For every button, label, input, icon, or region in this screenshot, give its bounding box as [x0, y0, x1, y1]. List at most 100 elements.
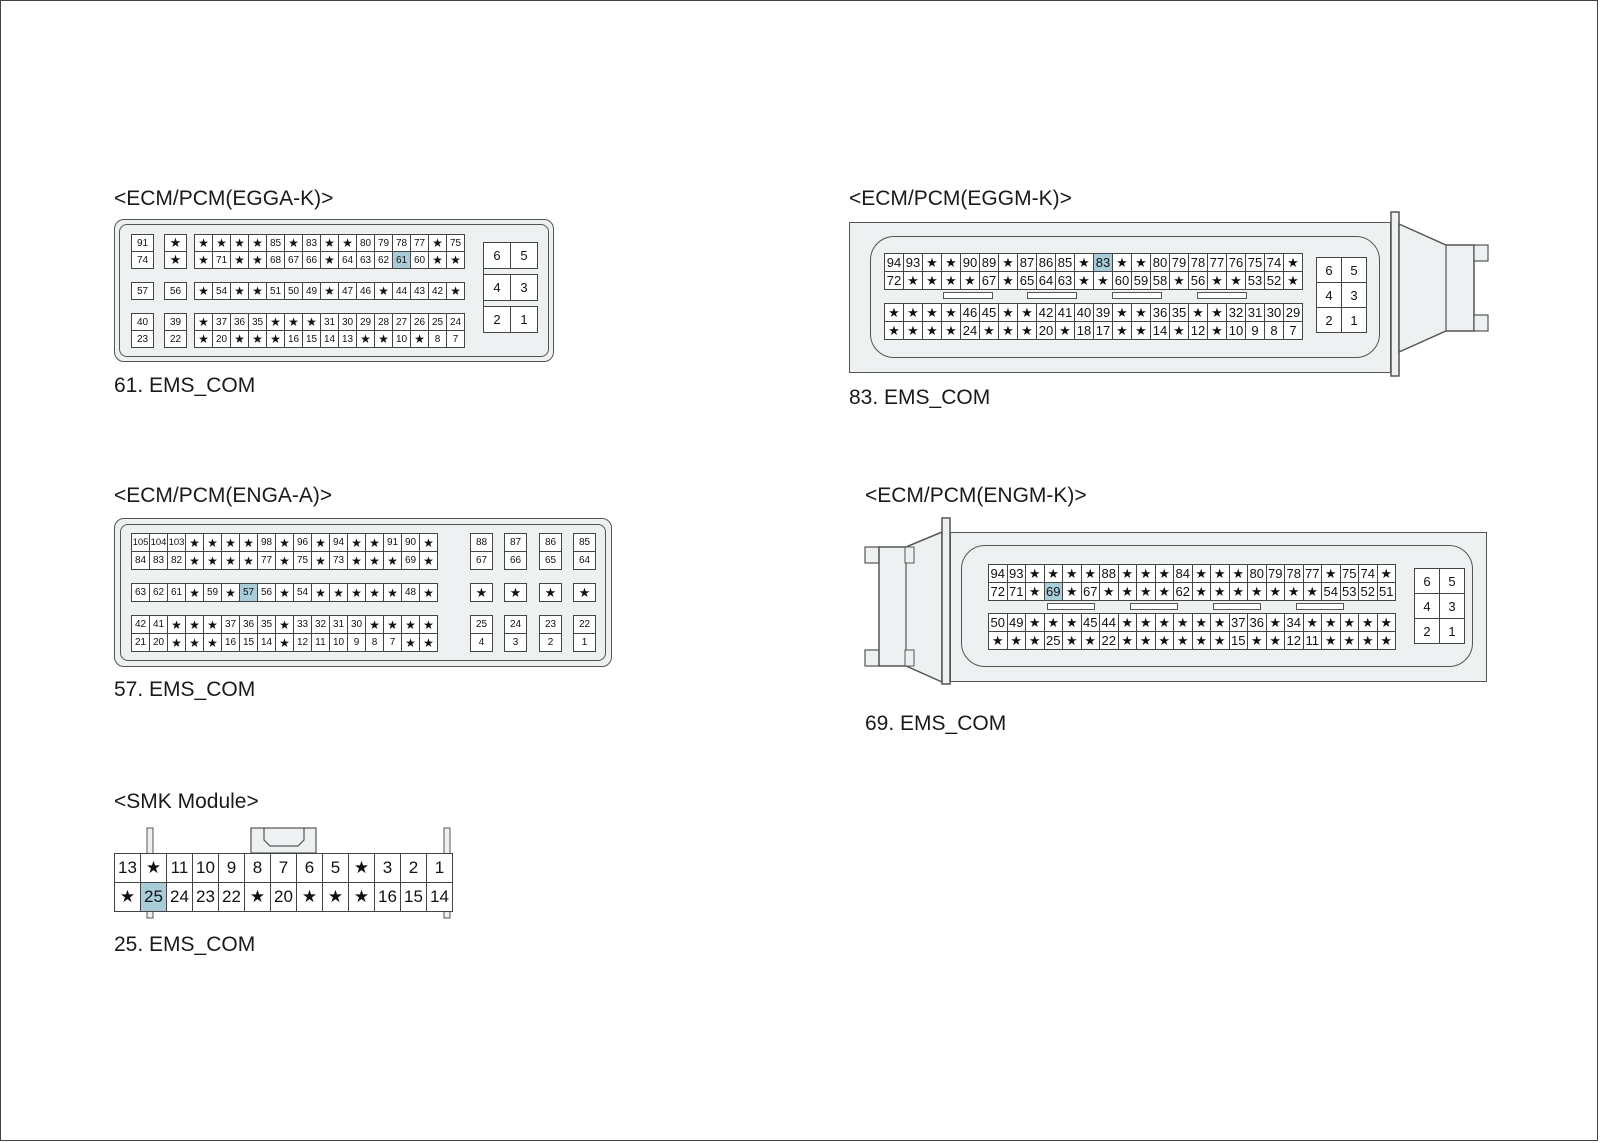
- pin-cell: 84: [132, 552, 150, 570]
- pin-cell: 4: [1415, 594, 1440, 619]
- pin-cell: ★: [1056, 322, 1075, 340]
- pin-cell: ★: [231, 283, 249, 300]
- pin-cell: 36: [1248, 614, 1267, 632]
- pin-cell: ★: [1359, 632, 1378, 650]
- pin-cell: ★: [366, 616, 384, 634]
- pin-cell: 7: [271, 854, 297, 883]
- pin-cell: ★: [999, 272, 1018, 290]
- connector-title-smk: <SMK Module>: [114, 790, 259, 813]
- pin-cell: ★: [1155, 565, 1174, 583]
- pin-cell: ★: [1081, 565, 1100, 583]
- pin-cell: ★: [1322, 565, 1341, 583]
- pin-cell: 66: [505, 552, 527, 570]
- pin-cell: ★: [1303, 614, 1322, 632]
- pin-cell: 32: [1227, 304, 1246, 322]
- pin-cell: 9: [348, 634, 366, 652]
- pin-cell: ★: [447, 283, 465, 300]
- pin-cell: 37: [213, 314, 231, 331]
- pin-cell: ★: [186, 534, 204, 552]
- pin-cell: ★: [1137, 632, 1156, 650]
- pin-cell: 75: [1340, 565, 1359, 583]
- pin-cell: 25: [1044, 632, 1063, 650]
- pin-cell: ★: [1211, 632, 1230, 650]
- pin-cell: ★: [1118, 632, 1137, 650]
- pin-cell: 39: [1094, 304, 1113, 322]
- pin-cell: 10: [330, 634, 348, 652]
- pin-cell: ★: [1266, 632, 1285, 650]
- pin-cell: 56: [1189, 272, 1208, 290]
- pin-cell: ★: [204, 634, 222, 652]
- pin-cell: 11: [1303, 632, 1322, 650]
- pin-cell: ★: [384, 584, 402, 602]
- pin-cell: 10: [393, 331, 411, 348]
- pin-cell: ★: [195, 283, 213, 300]
- pin-cell: 22: [574, 616, 596, 634]
- pin-cell: ★: [447, 252, 465, 269]
- pin-cell: ★: [1075, 272, 1094, 290]
- pin-cell: ★: [420, 616, 438, 634]
- connector-inner-engm: [961, 545, 1473, 667]
- pin-cell: ★: [115, 883, 141, 912]
- pin-cell: 2: [1317, 308, 1342, 333]
- pin-cell-highlighted: 57: [240, 584, 258, 602]
- pin-cell: 46: [961, 304, 980, 322]
- key-slot: [1197, 292, 1247, 299]
- pin-cell: 52: [1265, 272, 1284, 290]
- pin-cell: ★: [411, 331, 429, 348]
- pin-cell: ★: [321, 235, 339, 252]
- pin-cell: 35: [249, 314, 267, 331]
- pin-cell: 71: [213, 252, 231, 269]
- pin-cell: 15: [1229, 632, 1248, 650]
- pin-cell: ★: [471, 584, 493, 602]
- pin-cell: ★: [999, 322, 1018, 340]
- pin-cell: 8: [366, 634, 384, 652]
- pin-cell: ★: [1026, 565, 1045, 583]
- pin-cell: ★: [885, 304, 904, 322]
- pin-cell: 33: [294, 616, 312, 634]
- pin-cell: 4: [484, 274, 511, 301]
- pin-cell: ★: [1081, 632, 1100, 650]
- pin-cell: 31: [330, 616, 348, 634]
- pin-cell: ★: [420, 552, 438, 570]
- pin-grid-enga-k: ★: [573, 583, 596, 602]
- pin-cell: 77: [1208, 254, 1227, 272]
- pin-cell: 87: [1018, 254, 1037, 272]
- pin-cell: 89: [980, 254, 999, 272]
- pin-cell: 77: [258, 552, 276, 570]
- pin-cell: 14: [258, 634, 276, 652]
- pin-cell: 3: [1440, 594, 1465, 619]
- pin-cell: ★: [1137, 565, 1156, 583]
- pin-cell: 2: [401, 854, 427, 883]
- pin-cell: ★: [348, 552, 366, 570]
- pin-cell: ★: [195, 235, 213, 252]
- key-slot: [1130, 603, 1178, 610]
- pin-cell: 30: [339, 314, 357, 331]
- pin-cell: ★: [420, 534, 438, 552]
- pin-cell: 37: [1229, 614, 1248, 632]
- pin-cell: ★: [222, 552, 240, 570]
- pin-cell: ★: [1170, 272, 1189, 290]
- pin-cell: 15: [401, 883, 427, 912]
- connector-caption-engm: 69. EMS_COM: [865, 712, 1007, 735]
- pin-cell: 54: [213, 283, 231, 300]
- pin-cell-highlighted: 61: [393, 252, 411, 269]
- pin-cell: ★: [1100, 583, 1119, 601]
- pin-cell: 21: [132, 634, 150, 652]
- pin-cell: 24: [505, 616, 527, 634]
- pin-cell: 34: [1285, 614, 1304, 632]
- pin-cell: ★: [1266, 583, 1285, 601]
- pin-cell: ★: [1340, 614, 1359, 632]
- pin-cell: 84: [1174, 565, 1193, 583]
- pin-cell: ★: [904, 304, 923, 322]
- pin-cell: 9: [219, 854, 245, 883]
- pin-cell: 58: [1151, 272, 1170, 290]
- pin-cell: ★: [923, 322, 942, 340]
- pin-cell: ★: [923, 272, 942, 290]
- pin-cell: 56: [258, 584, 276, 602]
- pin-cell: 82: [168, 552, 186, 570]
- pin-cell: 25: [429, 314, 447, 331]
